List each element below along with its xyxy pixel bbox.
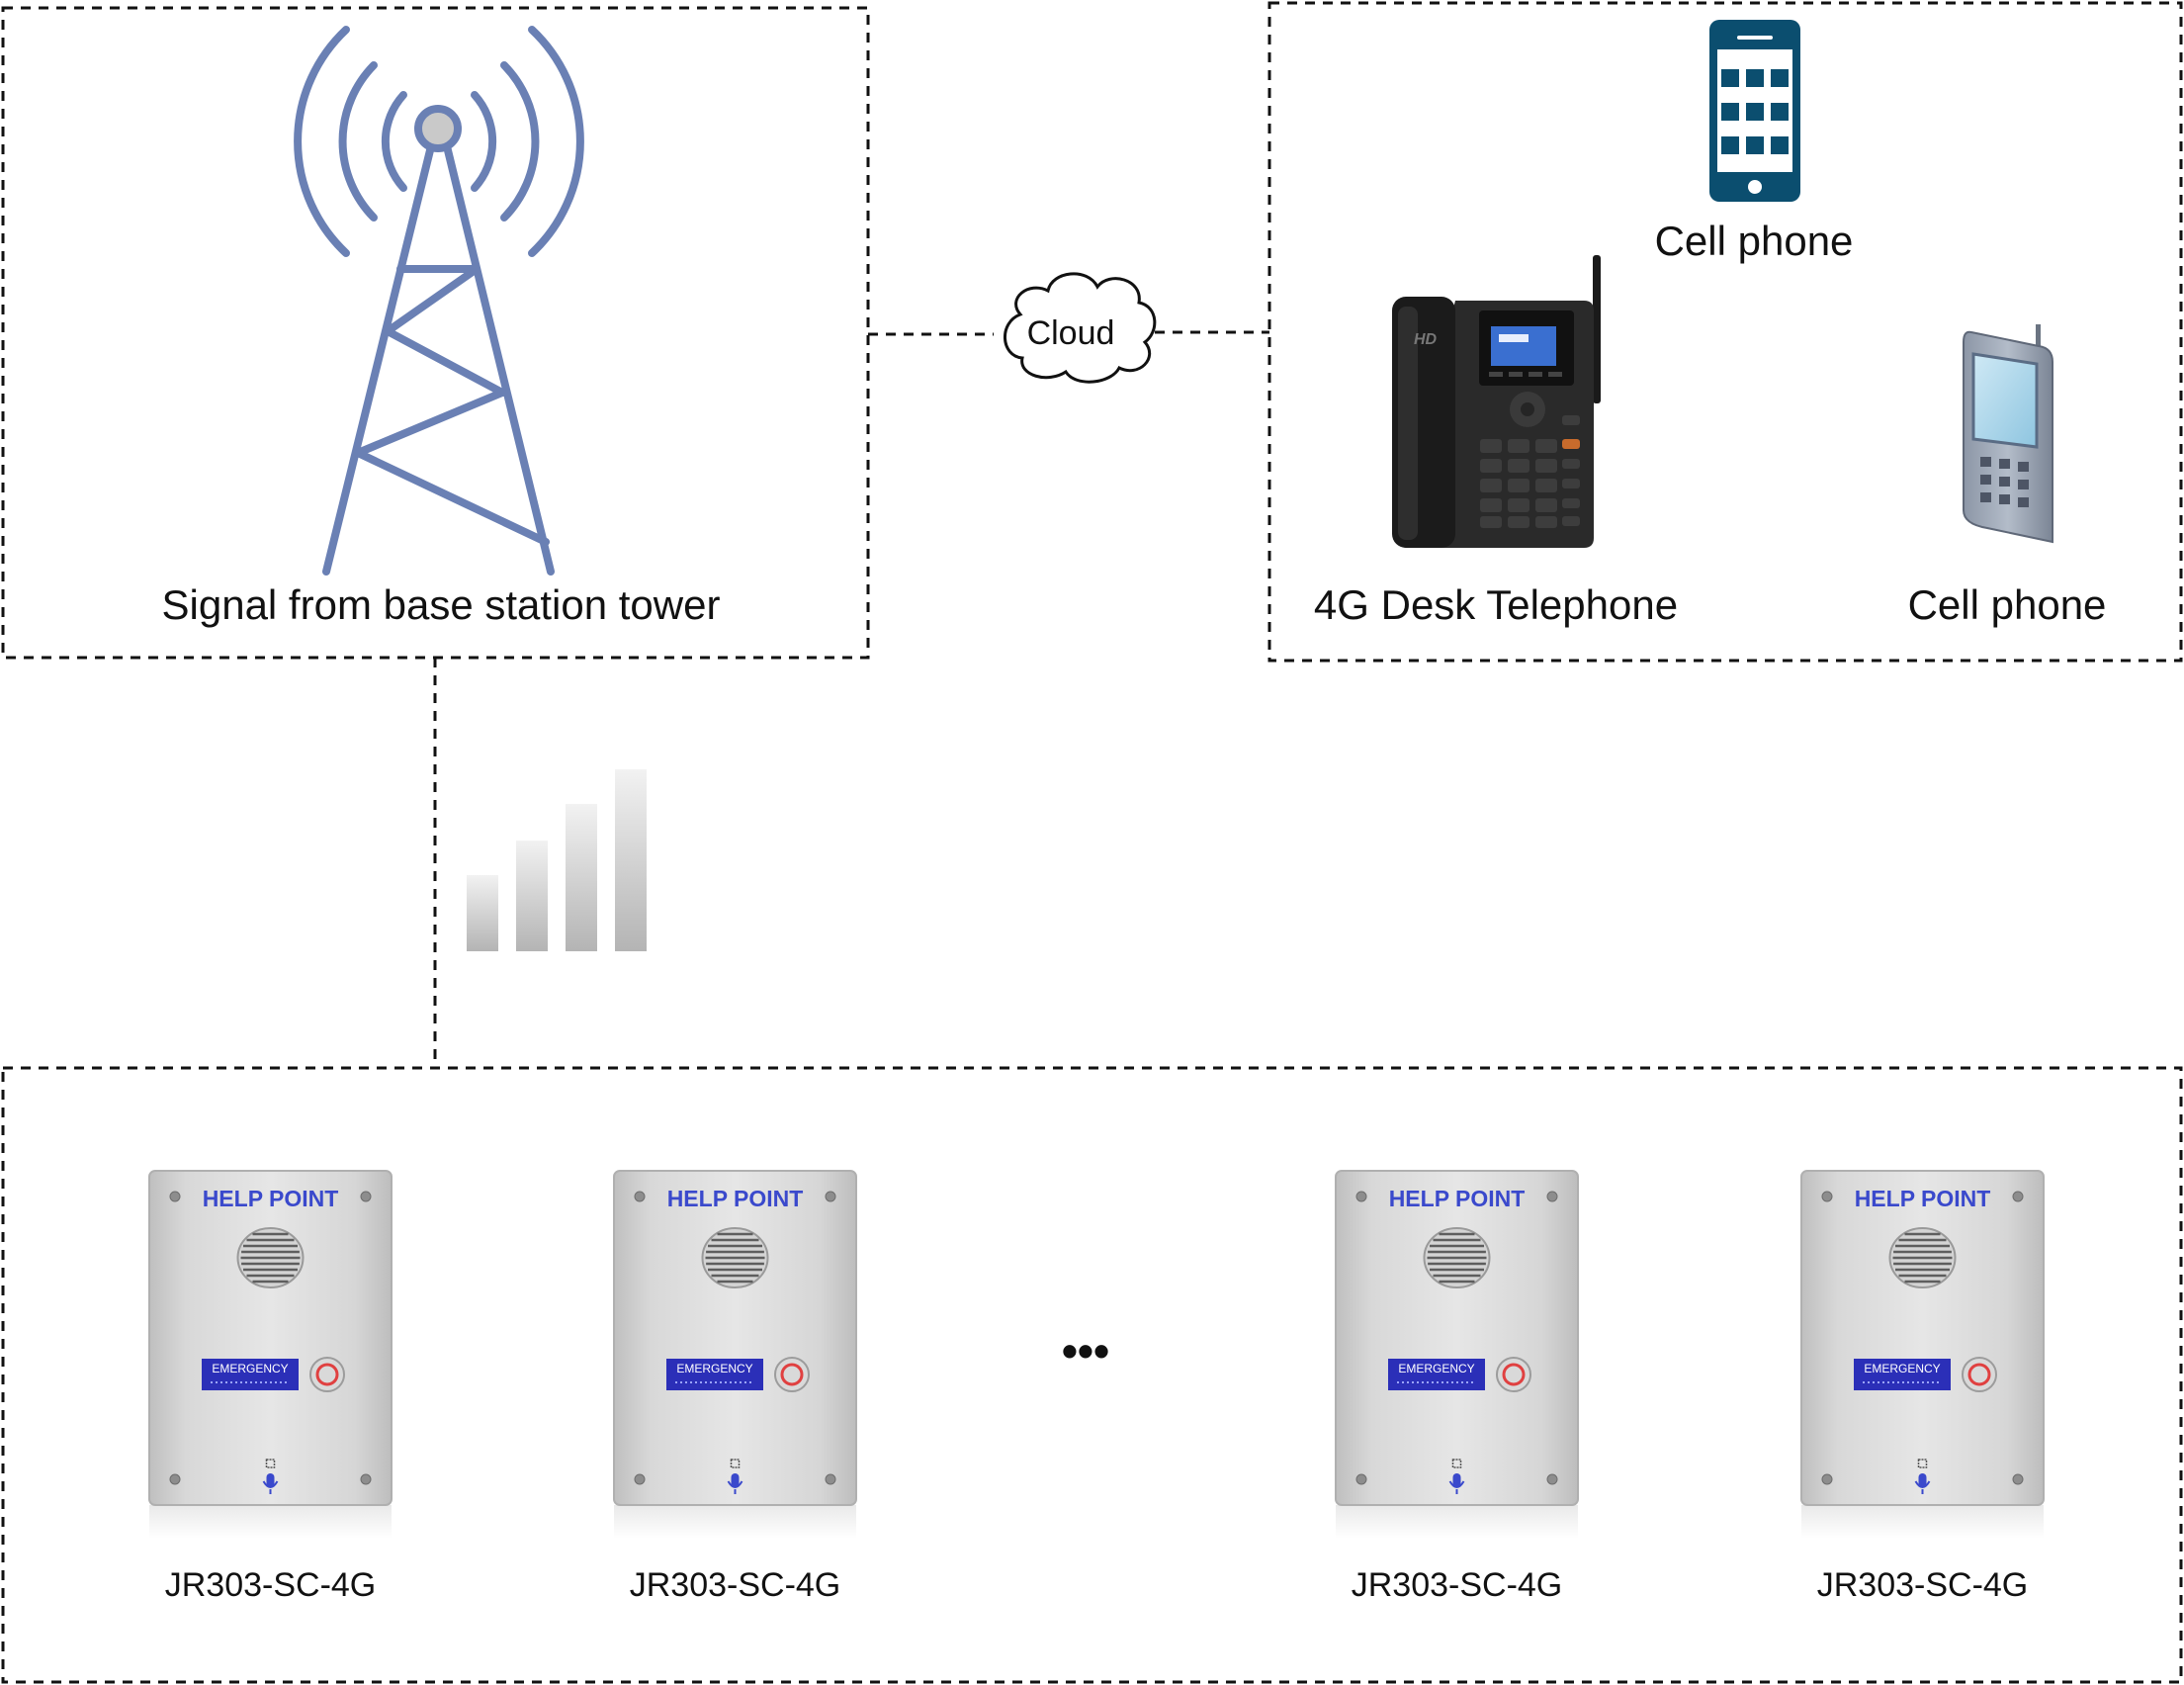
emergency-label-text: EMERGENCY [1864,1362,1940,1375]
more-devices-ellipsis: ••• [1062,1325,1109,1376]
signal-bar [467,875,498,951]
desk-telephone-icon: HD [1392,255,1601,548]
cloud-icon [1004,272,1157,384]
panel-reflection [1336,1505,1578,1539]
help-point-device: HELP POINT EMERGENCY JR303-SC-4G [1335,1170,1579,1604]
cloud-label: Cloud [1027,314,1115,352]
panel-plate [148,1170,393,1506]
emergency-label: EMERGENCY [666,1359,763,1390]
screw [2012,1473,2024,1485]
microphone-icon [1914,1473,1931,1494]
screw [1821,1473,1833,1485]
help-point-model-label: JR303-SC-4G [1817,1566,2029,1604]
signal-bar [615,769,647,951]
connectors [433,330,1269,1068]
screw [169,1473,181,1485]
screw [1821,1191,1833,1202]
speaker-grille [1423,1227,1491,1288]
panel-reflection [1801,1505,2044,1539]
speaker-grille [236,1227,305,1288]
speaker-grille [701,1227,769,1288]
help-point-title: HELP POINT [203,1186,339,1211]
screw [360,1473,372,1485]
help-point-title: HELP POINT [1389,1186,1526,1211]
svg-text:HD: HD [1414,331,1438,348]
tower-label: Signal from base station tower [162,581,721,628]
emergency-label: EMERGENCY [1854,1359,1951,1390]
help-point-device: HELP POINT EMERGENCY JR303-SC-4G [613,1170,857,1604]
panel-plate [613,1170,857,1506]
cell-phone-top-label: Cell phone [1655,218,1854,264]
emergency-call-button[interactable] [309,1357,345,1392]
mic-hole [265,1459,276,1468]
panel-reflection [614,1505,856,1539]
screw [634,1473,646,1485]
help-point-device: HELP POINT EMERGENCY JR303-SC-4G [1800,1170,2045,1604]
cell-phone-right-label: Cell phone [1908,581,2107,628]
screw [360,1191,372,1202]
radio-tower-icon [294,26,584,576]
help-point-title: HELP POINT [667,1186,804,1211]
screw [634,1191,646,1202]
desk-telephone-label: 4G Desk Telephone [1314,581,1678,628]
emergency-call-button[interactable] [774,1357,810,1392]
signal-strength-icon [467,769,647,951]
help-point-model-label: JR303-SC-4G [630,1566,841,1604]
screw [1546,1473,1558,1485]
emergency-label: EMERGENCY [1388,1359,1485,1390]
microphone-icon [262,1473,279,1494]
screw [825,1191,836,1202]
mic-hole [730,1459,741,1468]
panel-plate [1335,1170,1579,1506]
speaker-grille [1888,1227,1957,1288]
emergency-call-button[interactable] [1962,1357,1997,1392]
emergency-call-button[interactable] [1496,1357,1531,1392]
screw [169,1191,181,1202]
screw [825,1473,836,1485]
signal-bar [516,841,548,951]
screw [1546,1191,1558,1202]
emergency-label-text: EMERGENCY [1398,1362,1474,1375]
smartphone-icon [1709,20,1800,202]
panel-plate [1800,1170,2045,1506]
panel-reflection [149,1505,392,1539]
mic-hole [1917,1459,1928,1468]
emergency-label-text: EMERGENCY [212,1362,288,1375]
screw [1355,1473,1367,1485]
emergency-label-text: EMERGENCY [676,1362,752,1375]
help-point-device: HELP POINT EMERGENCY JR303-SC-4G [148,1170,393,1604]
emergency-label: EMERGENCY [202,1359,299,1390]
help-point-model-label: JR303-SC-4G [1352,1566,1563,1604]
screw [2012,1191,2024,1202]
help-point-model-label: JR303-SC-4G [165,1566,377,1604]
help-points-box [1,1066,2183,1684]
microphone-icon [1448,1473,1465,1494]
signal-bar [566,804,597,951]
screw [1355,1191,1367,1202]
help-point-title: HELP POINT [1855,1186,1991,1211]
mic-hole [1451,1459,1462,1468]
microphone-icon [727,1473,743,1494]
mobile-phone-icon [1963,324,2053,544]
